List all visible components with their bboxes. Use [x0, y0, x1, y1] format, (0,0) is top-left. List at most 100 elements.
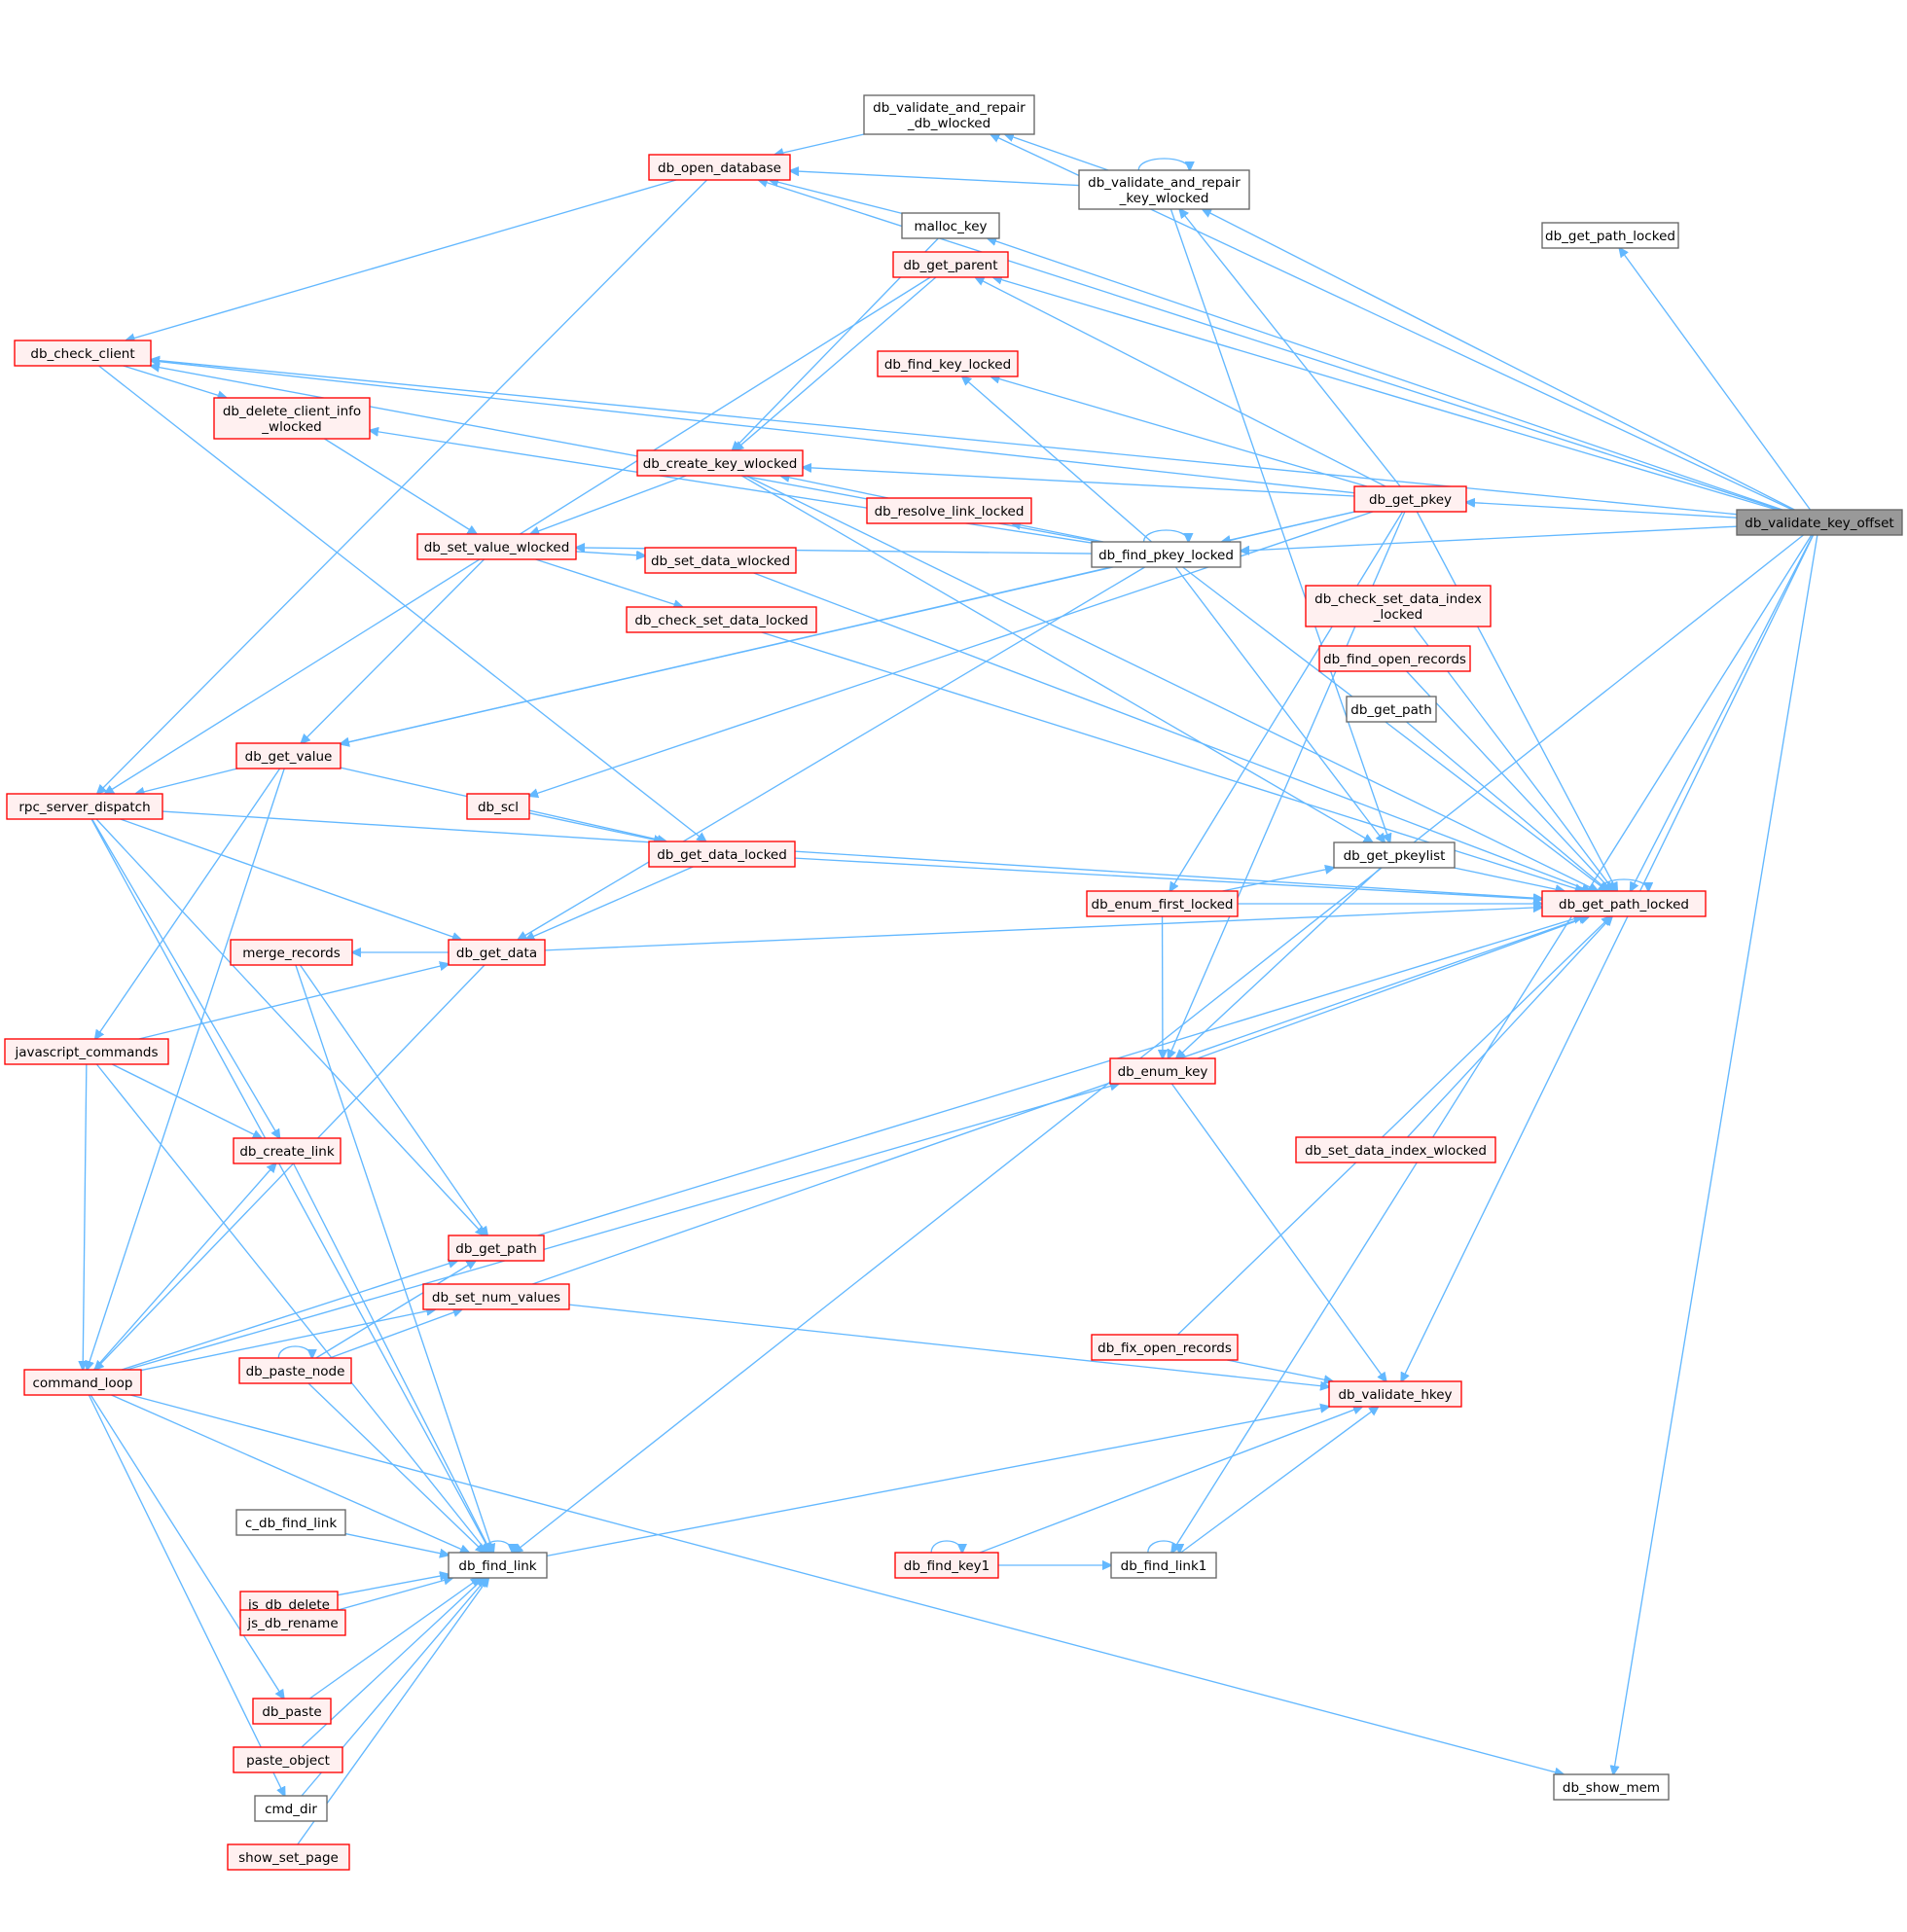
edge-path [111, 1394, 469, 1553]
node-label: db_paste_node [246, 1364, 345, 1379]
node-db-show-mem[interactable]: db_show_mem [1553, 1773, 1670, 1801]
node-db-set-num-values[interactable]: db_set_num_values [422, 1283, 570, 1310]
edge-path [979, 1407, 1362, 1554]
edge-path [575, 552, 645, 555]
node-box [1091, 1334, 1239, 1361]
edge-path [307, 1382, 485, 1553]
node-box [1110, 1552, 1217, 1579]
node-db-set-data-wlocked[interactable]: db_set_data_wlocked [644, 547, 797, 574]
node-db-enum-key[interactable]: db_enum_key [1109, 1057, 1216, 1085]
node-db-open-database[interactable]: db_open_database [648, 154, 791, 181]
node-db-delete-client-info-wlocked[interactable]: db_delete_client_info_wlocked [213, 397, 371, 440]
edge-path [90, 1394, 283, 1699]
edge-n_ek-n_cmd [126, 1084, 1119, 1371]
node-db-get-path-locked[interactable]: db_get_path_locked [1541, 890, 1707, 917]
edge-path [761, 631, 1584, 891]
node-db-get-path[interactable]: db_get_path [1346, 696, 1437, 723]
node-label: db_open_database [658, 161, 781, 176]
node-db-get-data-locked[interactable]: db_get_data_locked [648, 841, 796, 868]
edge-n_svw-n_ckw [530, 475, 687, 534]
node-merge-records[interactable]: merge_records [230, 939, 353, 966]
edge-n_gpkl-n_ckw [741, 475, 1372, 842]
edge-n_od-n_mk [770, 180, 903, 215]
edge-path [1176, 867, 1382, 1058]
node-c-db-find-link[interactable]: c_db_find_link [235, 1509, 346, 1536]
node-db-create-key-wlocked[interactable]: db_create_key_wlocked [636, 449, 804, 477]
edge-n_cl-n_jc [111, 1063, 261, 1138]
edge-n_gpl-n_fpk [1182, 566, 1607, 891]
node-label: db_get_pkey [1369, 492, 1452, 508]
edge-n_cmd-n_jc [83, 1063, 87, 1370]
edge-path [990, 376, 1368, 487]
node-js-db-rename[interactable]: js_db_rename [239, 1609, 346, 1636]
edge-n_dci-n_fpk [370, 430, 1093, 544]
node-db-resolve-link-locked[interactable]: db_resolve_link_locked [866, 497, 1032, 524]
edge-path [1416, 511, 1617, 891]
node-db-validate-and-repair-key-wlocked[interactable]: db_validate_and_repair_key_wlocked [1078, 169, 1250, 210]
node-label: rpc_server_dispatch [18, 800, 150, 815]
node-db-find-key-locked[interactable]: db_find_key_locked [877, 350, 1019, 377]
node-db-paste-node[interactable]: db_paste_node [238, 1357, 352, 1384]
node-db-get-pkeylist[interactable]: db_get_pkeylist [1333, 841, 1456, 869]
node-box [235, 742, 342, 769]
edge-path [1142, 529, 1189, 542]
node-db-check-set-data-locked[interactable]: db_check_set_data_locked [626, 606, 817, 633]
edge-n_gpl-n_ek [1197, 916, 1589, 1059]
node-box [230, 939, 353, 966]
node-db-find-link[interactable]: db_find_link [448, 1552, 548, 1579]
node-db-enum-first-locked[interactable]: db_enum_first_locked [1086, 890, 1239, 917]
node-db-find-pkey-locked[interactable]: db_find_pkey_locked [1091, 541, 1241, 568]
node-box [648, 154, 791, 181]
node-box [1736, 509, 1903, 536]
node-db-validate-key-offset[interactable]: db_validate_key_offset [1736, 509, 1903, 536]
edge-path [92, 1163, 275, 1371]
edge-path [315, 1261, 476, 1359]
edge-n_cmd-n_gd [95, 964, 486, 1370]
edge-path [301, 1578, 484, 1748]
node-javascript-commands[interactable]: javascript_commands [4, 1038, 169, 1065]
node-db-paste[interactable]: db_paste [252, 1698, 332, 1725]
node-db-find-open-records[interactable]: db_find_open_records [1318, 645, 1471, 672]
edge-path [126, 1084, 1119, 1371]
edge-path [1147, 1540, 1179, 1553]
node-db-scl[interactable]: db_scl [466, 793, 530, 820]
edge-n_rsd-n_gv [135, 768, 238, 794]
node-db-get-value[interactable]: db_get_value [235, 742, 342, 769]
node-db-create-link[interactable]: db_create_link [233, 1137, 342, 1164]
node-db-set-value-wlocked[interactable]: db_set_value_wlocked [416, 533, 577, 560]
edge-path [530, 475, 687, 534]
node-db-find-key1[interactable]: db_find_key1 [894, 1552, 999, 1579]
edge-n_fk1-n_fk1 [930, 1540, 962, 1553]
node-show-set-page[interactable]: show_set_page [227, 1843, 350, 1871]
edge-n_gpath-n_cmd [121, 1261, 457, 1371]
node-db-check-client[interactable]: db_check_client [14, 340, 152, 367]
edge-n_cc-n_gpk [151, 361, 1355, 494]
edge-path [1613, 534, 1818, 1774]
edge-n_csdl-n_svw [535, 558, 683, 607]
node-db-get-path-locked[interactable]: db_get_path_locked [1541, 222, 1679, 249]
node-label: db_delete_client_info [223, 404, 361, 419]
node-db-fix-open-records[interactable]: db_fix_open_records [1091, 1334, 1239, 1361]
node-db-check-set-data-index-locked[interactable]: db_check_set_data_index_locked [1305, 585, 1492, 627]
node-label: db_find_link [458, 1558, 536, 1574]
node-label: db_find_key1 [904, 1558, 990, 1574]
node-db-get-path[interactable]: db_get_path [448, 1234, 545, 1262]
node-malloc-key[interactable]: malloc_key [901, 212, 1000, 239]
node-db-validate-hkey[interactable]: db_validate_hkey [1328, 1380, 1462, 1408]
edge-path [993, 277, 1778, 511]
node-db-get-pkey[interactable]: db_get_pkey [1353, 485, 1467, 513]
edge-path [1197, 916, 1589, 1059]
edge-n_efl-n_gpk [1169, 511, 1404, 891]
node-db-get-parent[interactable]: db_get_parent [892, 251, 1009, 278]
node-cmd-dir[interactable]: cmd_dir [254, 1795, 328, 1822]
node-db-set-data-index-wlocked[interactable]: db_set_data_index_wlocked [1295, 1136, 1496, 1163]
node-db-validate-and-repair-db-wlocked[interactable]: db_validate_and_repair_db_wlocked [863, 94, 1035, 135]
node-paste-object[interactable]: paste_object [233, 1746, 343, 1773]
node-command-loop[interactable]: command_loop [23, 1369, 142, 1396]
edge-path [546, 1407, 1329, 1557]
edge-path [1176, 916, 1610, 1336]
edge-n_gpl-n_gpkl [1454, 867, 1564, 891]
node-db-get-data[interactable]: db_get_data [448, 939, 546, 966]
node-db-find-link1[interactable]: db_find_link1 [1110, 1552, 1217, 1579]
node-rpc-server-dispatch[interactable]: rpc_server_dispatch [6, 793, 163, 820]
